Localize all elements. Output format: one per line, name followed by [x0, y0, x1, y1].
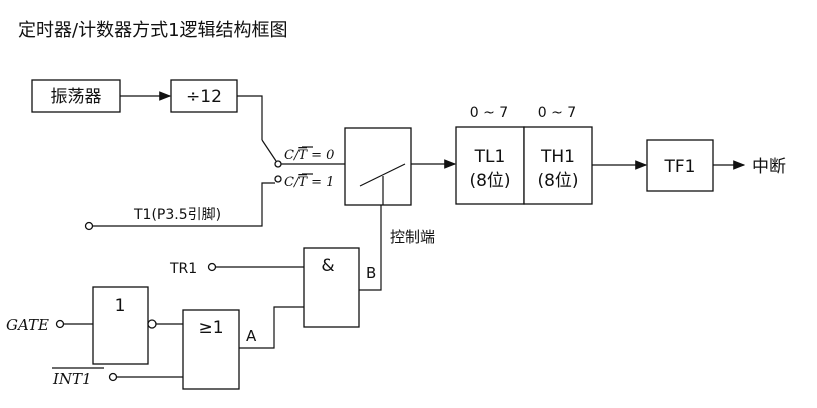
and-gate-symbol: & — [321, 256, 334, 276]
th1-range-label: 0 ~ 7 — [538, 105, 576, 121]
or-gate-symbol: ≥1 — [198, 318, 223, 338]
tf1-flag: TF1 — [646, 139, 714, 192]
oscillator-block: 振荡器 — [31, 79, 121, 113]
node-b-label: B — [366, 264, 376, 282]
ct-switch-pivot-1 — [274, 175, 282, 183]
t1-pin-label: T1(P3.5引脚) — [133, 207, 221, 223]
or-gate: ≥1 — [182, 309, 240, 390]
th1-name: TH1 — [540, 147, 575, 167]
gate-terminal — [55, 319, 65, 329]
node-a-label: A — [246, 327, 257, 345]
th1-register: TH1 (8位) — [523, 126, 593, 205]
oscillator-label: 振荡器 — [51, 87, 102, 107]
ct-label-1: C/T = 1 — [284, 175, 334, 190]
ct-label-0: C/T = 0 — [284, 148, 334, 163]
int1-label: INT1 — [52, 370, 92, 388]
tr1-label: TR1 — [169, 261, 197, 277]
tr1-terminal — [207, 262, 217, 272]
control-end-label: 控制端 — [390, 228, 435, 246]
gate-label: GATE — [6, 316, 49, 334]
int1-terminal — [108, 372, 118, 382]
ct-switch-pivot-0 — [274, 160, 282, 168]
th1-bits: (8位) — [537, 171, 578, 191]
not-gate: 1 — [92, 286, 149, 365]
tl1-name: TL1 — [474, 147, 506, 167]
t1-pin-wire — [93, 182, 275, 227]
control-switch-blade — [359, 163, 406, 187]
divider-label: ÷12 — [186, 87, 222, 107]
and-gate: & — [303, 247, 360, 328]
diagram-title: 定时器/计数器方式1逻辑结构框图 — [18, 20, 288, 41]
not-gate-bubble — [147, 319, 157, 329]
tl1-register: TL1 (8位) — [455, 126, 525, 205]
control-wire — [359, 205, 382, 291]
divider-block: ÷12 — [170, 79, 238, 113]
interrupt-label: 中断 — [752, 157, 786, 177]
tl1-range-label: 0 ~ 7 — [470, 105, 508, 121]
not-gate-symbol: 1 — [115, 296, 126, 316]
or-to-and-wire — [239, 306, 304, 349]
tf1-label: TF1 — [664, 157, 696, 177]
control-switch-block — [344, 127, 412, 206]
tl1-bits: (8位) — [469, 171, 510, 191]
divider-output-wire — [237, 95, 263, 140]
t1-pin-terminal — [84, 221, 94, 231]
ct-switch-blade — [261, 139, 277, 162]
